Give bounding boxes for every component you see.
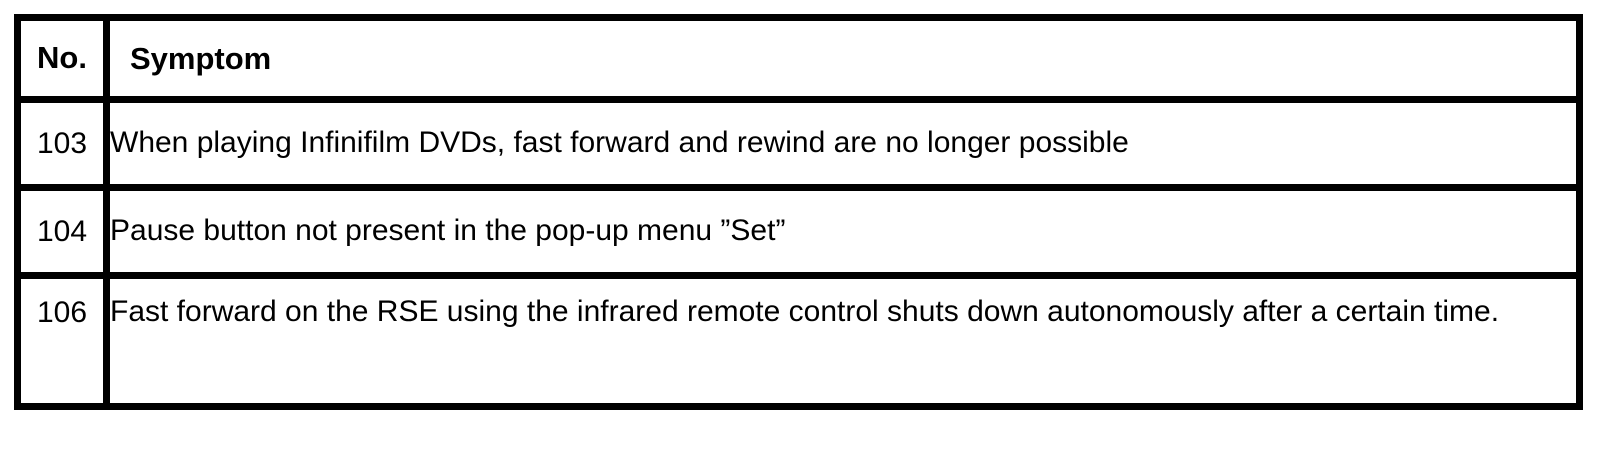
table-body: 103 When playing Infinifilm DVDs, fast f… bbox=[17, 99, 1580, 407]
row-number-cell: 103 bbox=[17, 99, 110, 191]
column-header-no: No. bbox=[17, 17, 110, 103]
table-header-row: No. Symptom bbox=[17, 17, 1580, 103]
table-row: 103 When playing Infinifilm DVDs, fast f… bbox=[17, 99, 1580, 191]
table-header: No. Symptom bbox=[17, 17, 1580, 103]
row-symptom-cell: When playing Infinifilm DVDs, fast forwa… bbox=[106, 99, 1580, 191]
table-row: 106 Fast forward on the RSE using the in… bbox=[17, 275, 1580, 407]
row-number-cell: 106 bbox=[17, 275, 110, 407]
row-symptom-cell: Pause button not present in the pop-up m… bbox=[106, 187, 1580, 279]
row-symptom-cell: Fast forward on the RSE using the infrar… bbox=[106, 275, 1580, 407]
column-header-symptom: Symptom bbox=[106, 17, 1580, 103]
table-row: 104 Pause button not present in the pop-… bbox=[17, 187, 1580, 279]
symptom-table: No. Symptom 103 When playing Infinifilm … bbox=[14, 14, 1583, 410]
row-number-cell: 104 bbox=[17, 187, 110, 279]
